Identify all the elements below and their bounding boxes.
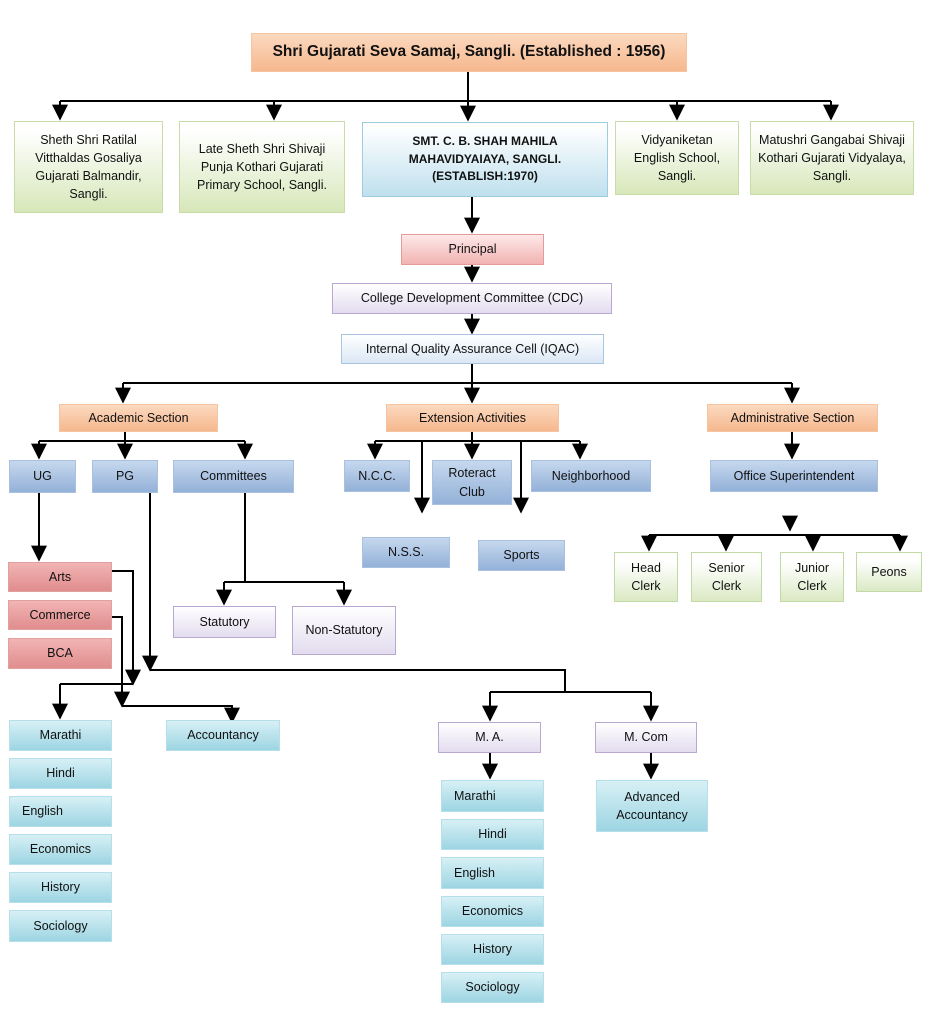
junior-clerk-box: Junior Clerk: [780, 552, 844, 602]
committees-box: Committees: [173, 460, 294, 493]
vidyaniketan-box: Vidyaniketan English School, Sangli.: [615, 121, 739, 195]
balmandir-box: Sheth Shri Ratilal Vitthaldas Gosaliya G…: [14, 121, 163, 213]
ma-subject-marathi: Marathi: [441, 780, 544, 812]
arts-subject-sociology: Sociology: [9, 910, 112, 942]
office-superintendent-box: Office Superintendent: [710, 460, 878, 492]
senior-clerk-box: Senior Clerk: [691, 552, 762, 602]
society-title: Shri Gujarati Seva Samaj, Sangli. (Estab…: [251, 33, 687, 72]
principal-box: Principal: [401, 234, 544, 265]
ncc-box: N.C.C.: [344, 460, 410, 492]
arts-subject-english: English: [9, 796, 112, 827]
rotaract-club-box: Roteract Club: [432, 460, 512, 505]
academic-section-box: Academic Section: [59, 404, 218, 432]
vidyalaya-box: Matushri Gangabai Shivaji Kothari Gujara…: [750, 121, 914, 195]
neighborhood-box: Neighborhood: [531, 460, 651, 492]
sports-box: Sports: [478, 540, 565, 571]
peons-box: Peons: [856, 552, 922, 592]
administrative-section-box: Administrative Section: [707, 404, 878, 432]
accountancy-box: Accountancy: [166, 720, 280, 751]
extension-activities-box: Extension Activities: [386, 404, 559, 432]
cdc-box: College Development Committee (CDC): [332, 283, 612, 314]
arts-subject-history: History: [9, 872, 112, 903]
mcom-box: M. Com: [595, 722, 697, 753]
advanced-accountancy-box: Advanced Accountancy: [596, 780, 708, 832]
arts-subject-hindi: Hindi: [9, 758, 112, 789]
ug-box: UG: [9, 460, 76, 493]
non-statutory-box: Non-Statutory: [292, 606, 396, 655]
primary-school-box: Late Sheth Shri Shivaji Punja Kothari Gu…: [179, 121, 345, 213]
pg-box: PG: [92, 460, 158, 493]
arts-subject-marathi: Marathi: [9, 720, 112, 751]
ma-subject-sociology: Sociology: [441, 972, 544, 1003]
college-box: SMT. C. B. SHAH MAHILA MAHAVIDYAIAYA, SA…: [362, 122, 608, 197]
ma-subject-history: History: [441, 934, 544, 965]
statutory-box: Statutory: [173, 606, 276, 638]
arts-subject-economics: Economics: [9, 834, 112, 865]
ma-subject-english: English: [441, 857, 544, 889]
ma-subject-hindi: Hindi: [441, 819, 544, 850]
bca-box: BCA: [8, 638, 112, 669]
ma-box: M. A.: [438, 722, 541, 753]
nss-box: N.S.S.: [362, 537, 450, 568]
arts-box: Arts: [8, 562, 112, 592]
commerce-box: Commerce: [8, 600, 112, 630]
ma-subject-economics: Economics: [441, 896, 544, 927]
iqac-box: Internal Quality Assurance Cell (IQAC): [341, 334, 604, 364]
head-clerk-box: Head Clerk: [614, 552, 678, 602]
